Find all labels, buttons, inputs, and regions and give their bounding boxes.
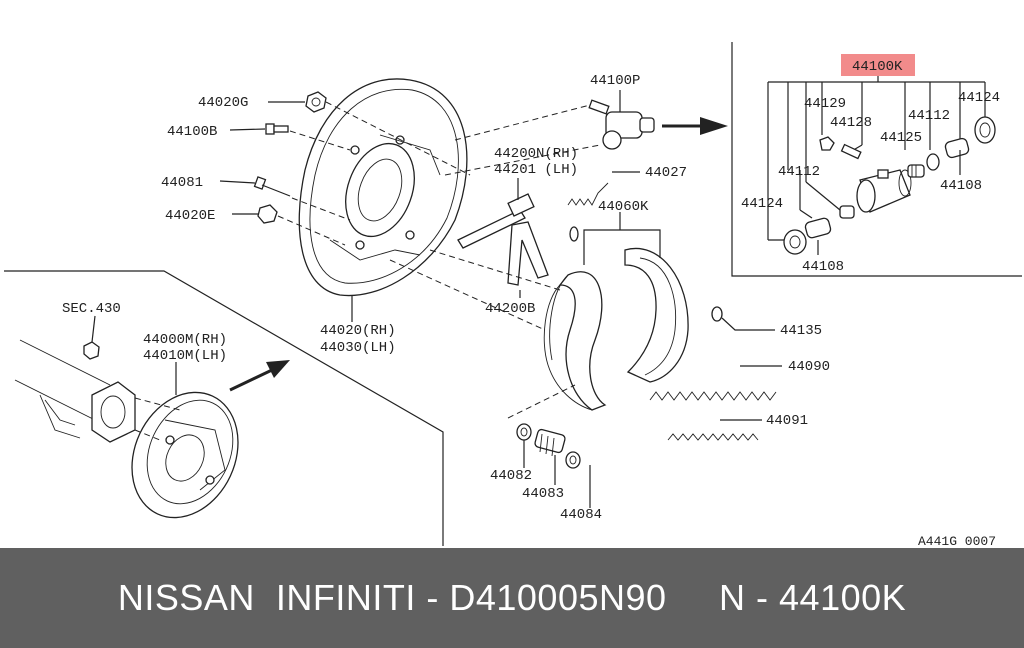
- label-44129: 44129: [804, 96, 846, 112]
- label-44128: 44128: [830, 115, 872, 131]
- kit-highlight: [841, 54, 915, 76]
- bleeder-44128: [840, 143, 862, 160]
- nut-44020E: [257, 204, 278, 224]
- label-44124-left: 44124: [741, 196, 783, 212]
- label-44030LH: 44030(LH): [320, 340, 396, 356]
- cap-44129: [819, 136, 835, 151]
- cup-44125: [907, 164, 925, 178]
- label-44091: 44091: [766, 413, 808, 429]
- label-44112-left: 44112: [778, 164, 820, 180]
- nut-sec430: [83, 341, 100, 360]
- label-44108-right: 44108: [940, 178, 982, 194]
- label-44100P: 44100P: [590, 73, 640, 89]
- label-44083: 44083: [522, 486, 564, 502]
- spring-44090: [649, 391, 777, 401]
- label-44125: 44125: [880, 130, 922, 146]
- retainer-44084: [565, 451, 581, 469]
- diagram-reference: A441G 0007: [918, 534, 996, 548]
- nut-44020G: [305, 91, 327, 113]
- brake-parts-diagram: 44020G 44100B 44081 44020E 44100P 44200N…: [4, 42, 1022, 548]
- label-44201: 44201 (LH): [494, 162, 578, 178]
- label-44100B: 44100B: [167, 124, 217, 140]
- label-44000M: 44000M(RH): [143, 332, 227, 348]
- arrow-lower: [266, 360, 290, 378]
- brake-shoe-rear: [624, 247, 689, 383]
- bolt-44100B: [265, 123, 289, 135]
- hub-flange: [91, 381, 136, 443]
- spring-44083: [534, 428, 566, 457]
- kit-frame: [731, 42, 1022, 277]
- boot-44124b: [783, 229, 807, 255]
- adjuster-44200: [457, 193, 549, 286]
- footer-banner: NISSAN INFINITI - D410005N90 N - 44100K: [0, 548, 1024, 648]
- label-44020E: 44020E: [165, 208, 215, 224]
- washer-44082: [516, 423, 532, 441]
- inset-frame: [4, 270, 444, 546]
- label-44200N: 44200N(RH): [494, 146, 578, 162]
- axle-housing: [14, 339, 111, 439]
- label-44124-top: 44124: [958, 90, 1000, 106]
- label-44200B: 44200B: [485, 301, 535, 317]
- label-44090: 44090: [788, 359, 830, 375]
- piston-44112b: [926, 153, 940, 171]
- label-44010M: 44010M(LH): [143, 348, 227, 364]
- label-44020RH: 44020(RH): [320, 323, 396, 339]
- label-44100K: 44100K: [852, 59, 903, 75]
- label-44027: 44027: [645, 165, 687, 181]
- label-44084: 44084: [560, 507, 602, 523]
- label-44135: 44135: [780, 323, 822, 339]
- clip-44135: [711, 306, 723, 322]
- arrow-to-kit: [700, 117, 728, 135]
- boot-44124a: [974, 116, 996, 144]
- piston-44108a: [944, 137, 970, 159]
- brake-assembly: [131, 391, 239, 519]
- label-sec430: SEC.430: [62, 301, 121, 317]
- label-44108-bottom: 44108: [802, 259, 844, 275]
- piston-44108b: [804, 217, 832, 239]
- label-44060K: 44060K: [598, 199, 649, 215]
- label-44081: 44081: [161, 175, 203, 191]
- bolt-44081: [253, 176, 291, 197]
- spring-44091: [667, 433, 759, 441]
- spring-44027: [567, 182, 609, 206]
- label-44020G: 44020G: [198, 95, 248, 111]
- label-44112-top: 44112: [908, 108, 950, 124]
- brake-shoe-front: [543, 271, 607, 411]
- backing-plate: [298, 78, 468, 297]
- kit-cylinder-body: [856, 169, 912, 213]
- part-number-text: NISSAN INFINITI - D410005N90 N - 44100K: [117, 577, 907, 618]
- wheel-cylinder-44100P: [588, 90, 655, 150]
- label-44082: 44082: [490, 468, 532, 484]
- piston-44112: [839, 205, 855, 219]
